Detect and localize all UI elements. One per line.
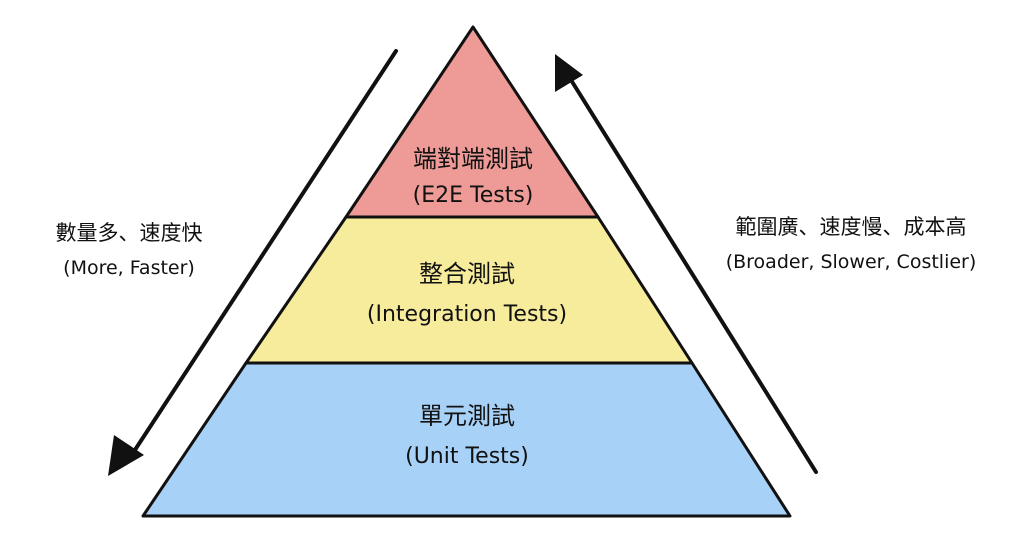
left-note-subtitle: (More, Faster) [63,257,195,279]
pyramid [141,25,792,518]
layer-integration-title: 整合測試 [419,260,515,288]
layer-integration [244,215,694,365]
layer-unit-subtitle: (Unit Tests) [405,444,529,469]
layer-unit-title: 單元測試 [419,402,515,430]
left-note-title: 數量多、速度快 [56,221,203,245]
layer-e2e-title: 端對端測試 [413,145,533,173]
layer-integration-subtitle: (Integration Tests) [367,302,567,327]
right-note-subtitle: (Broader, Slower, Costlier) [726,251,977,273]
right-arrow [555,54,818,474]
left-arrow [108,49,398,476]
right-arrowhead-icon [555,54,583,92]
left-arrowhead-icon [108,435,144,476]
layer-e2e-subtitle: (E2E Tests) [413,183,534,208]
layer-unit [141,361,792,518]
right-note-title: 範圍廣、速度慢、成本高 [736,215,967,239]
